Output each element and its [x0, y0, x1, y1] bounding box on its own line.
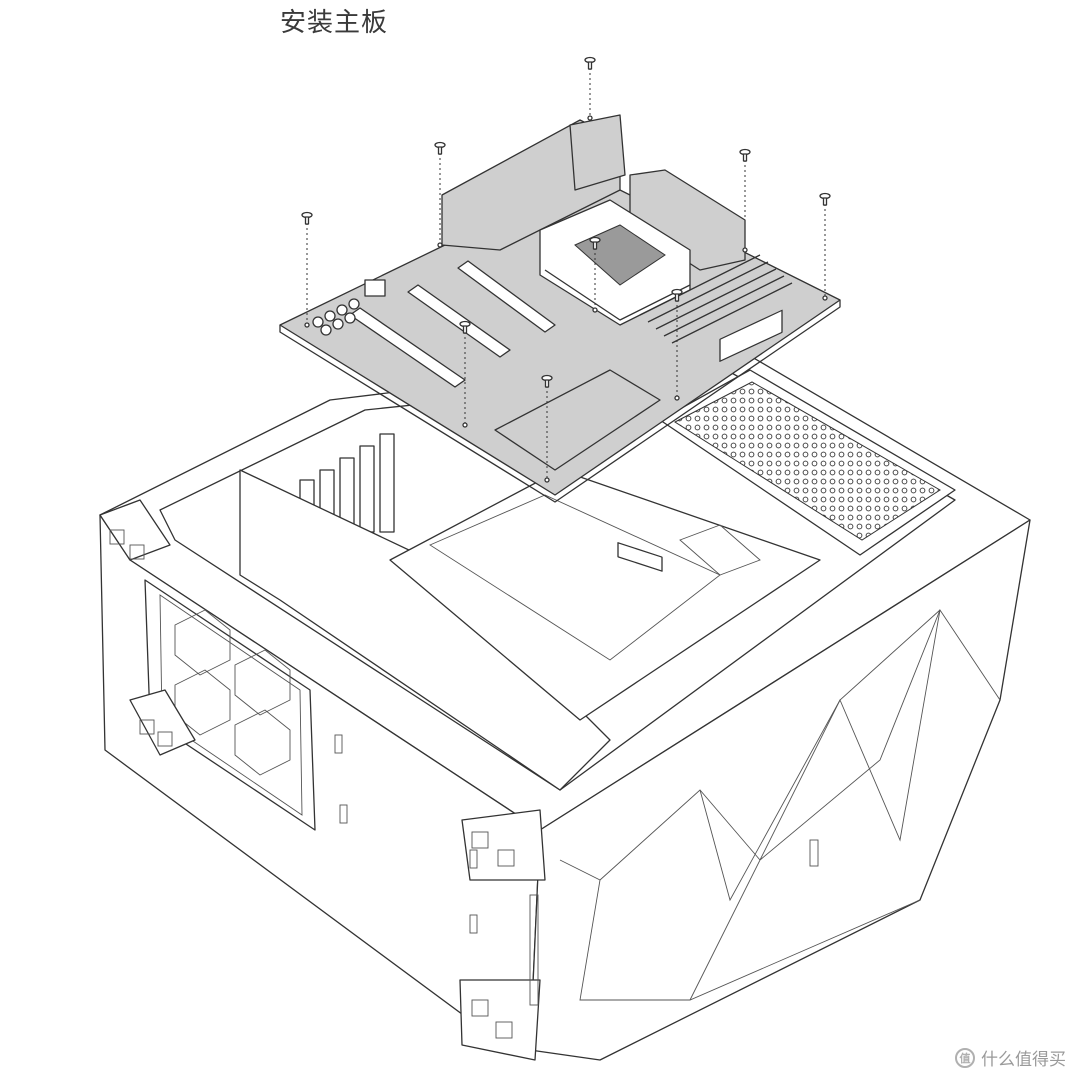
chip-component	[364, 279, 386, 297]
mounting-screws	[301, 56, 831, 483]
front-facet-lines	[599, 609, 941, 1001]
atx-power-connector	[719, 309, 783, 362]
standoff-hole	[742, 247, 748, 253]
watermark: 值 什么值得买	[955, 1045, 1066, 1070]
motherboard-tray	[389, 469, 821, 721]
screw-shank	[592, 241, 598, 250]
screw-shank	[742, 153, 748, 162]
capacitors	[312, 298, 360, 336]
screw-shank	[304, 216, 310, 225]
standoff-hole	[592, 307, 598, 313]
standoff-hole	[304, 322, 310, 328]
tray-cable-slot	[679, 524, 761, 576]
screw-shank	[437, 146, 443, 155]
front-facet-lines-2	[699, 608, 1001, 902]
screw-shank	[544, 379, 550, 388]
side-latch	[469, 849, 478, 869]
front-logo-badge	[809, 839, 819, 867]
standoff-hole	[437, 242, 443, 248]
watermark-text: 什么值得买	[981, 1050, 1066, 1070]
standoff-hole	[822, 295, 828, 301]
motherboard	[279, 114, 841, 572]
page-title: 安装主板	[280, 8, 389, 38]
io-shroud-side	[569, 114, 626, 191]
standoff-hole	[587, 115, 593, 121]
side-latch	[339, 804, 348, 824]
top-radiator-mesh	[659, 369, 956, 556]
pcb-edge	[279, 300, 841, 503]
pcie-slots	[349, 260, 556, 388]
socket-lever	[544, 269, 691, 321]
chipset-heatsink	[494, 369, 661, 471]
standoff-hole	[674, 395, 680, 401]
standoff-hole	[544, 477, 550, 483]
rear-fan-grille	[144, 579, 316, 831]
pc-case	[99, 349, 1031, 1061]
ram-slots	[639, 254, 793, 344]
side-handle	[529, 894, 539, 1006]
side-latch	[334, 734, 343, 754]
screw-shank	[462, 325, 468, 334]
front-facet-lines-3	[559, 859, 921, 1001]
case-feet	[99, 499, 546, 1061]
watermark-logo-icon: 值	[955, 1047, 975, 1068]
standoff-hole	[462, 422, 468, 428]
screw-shank	[674, 293, 680, 302]
screw-shank	[822, 197, 828, 206]
side-latch	[469, 914, 478, 934]
screw-shank	[587, 61, 593, 70]
header-pins	[617, 542, 663, 572]
